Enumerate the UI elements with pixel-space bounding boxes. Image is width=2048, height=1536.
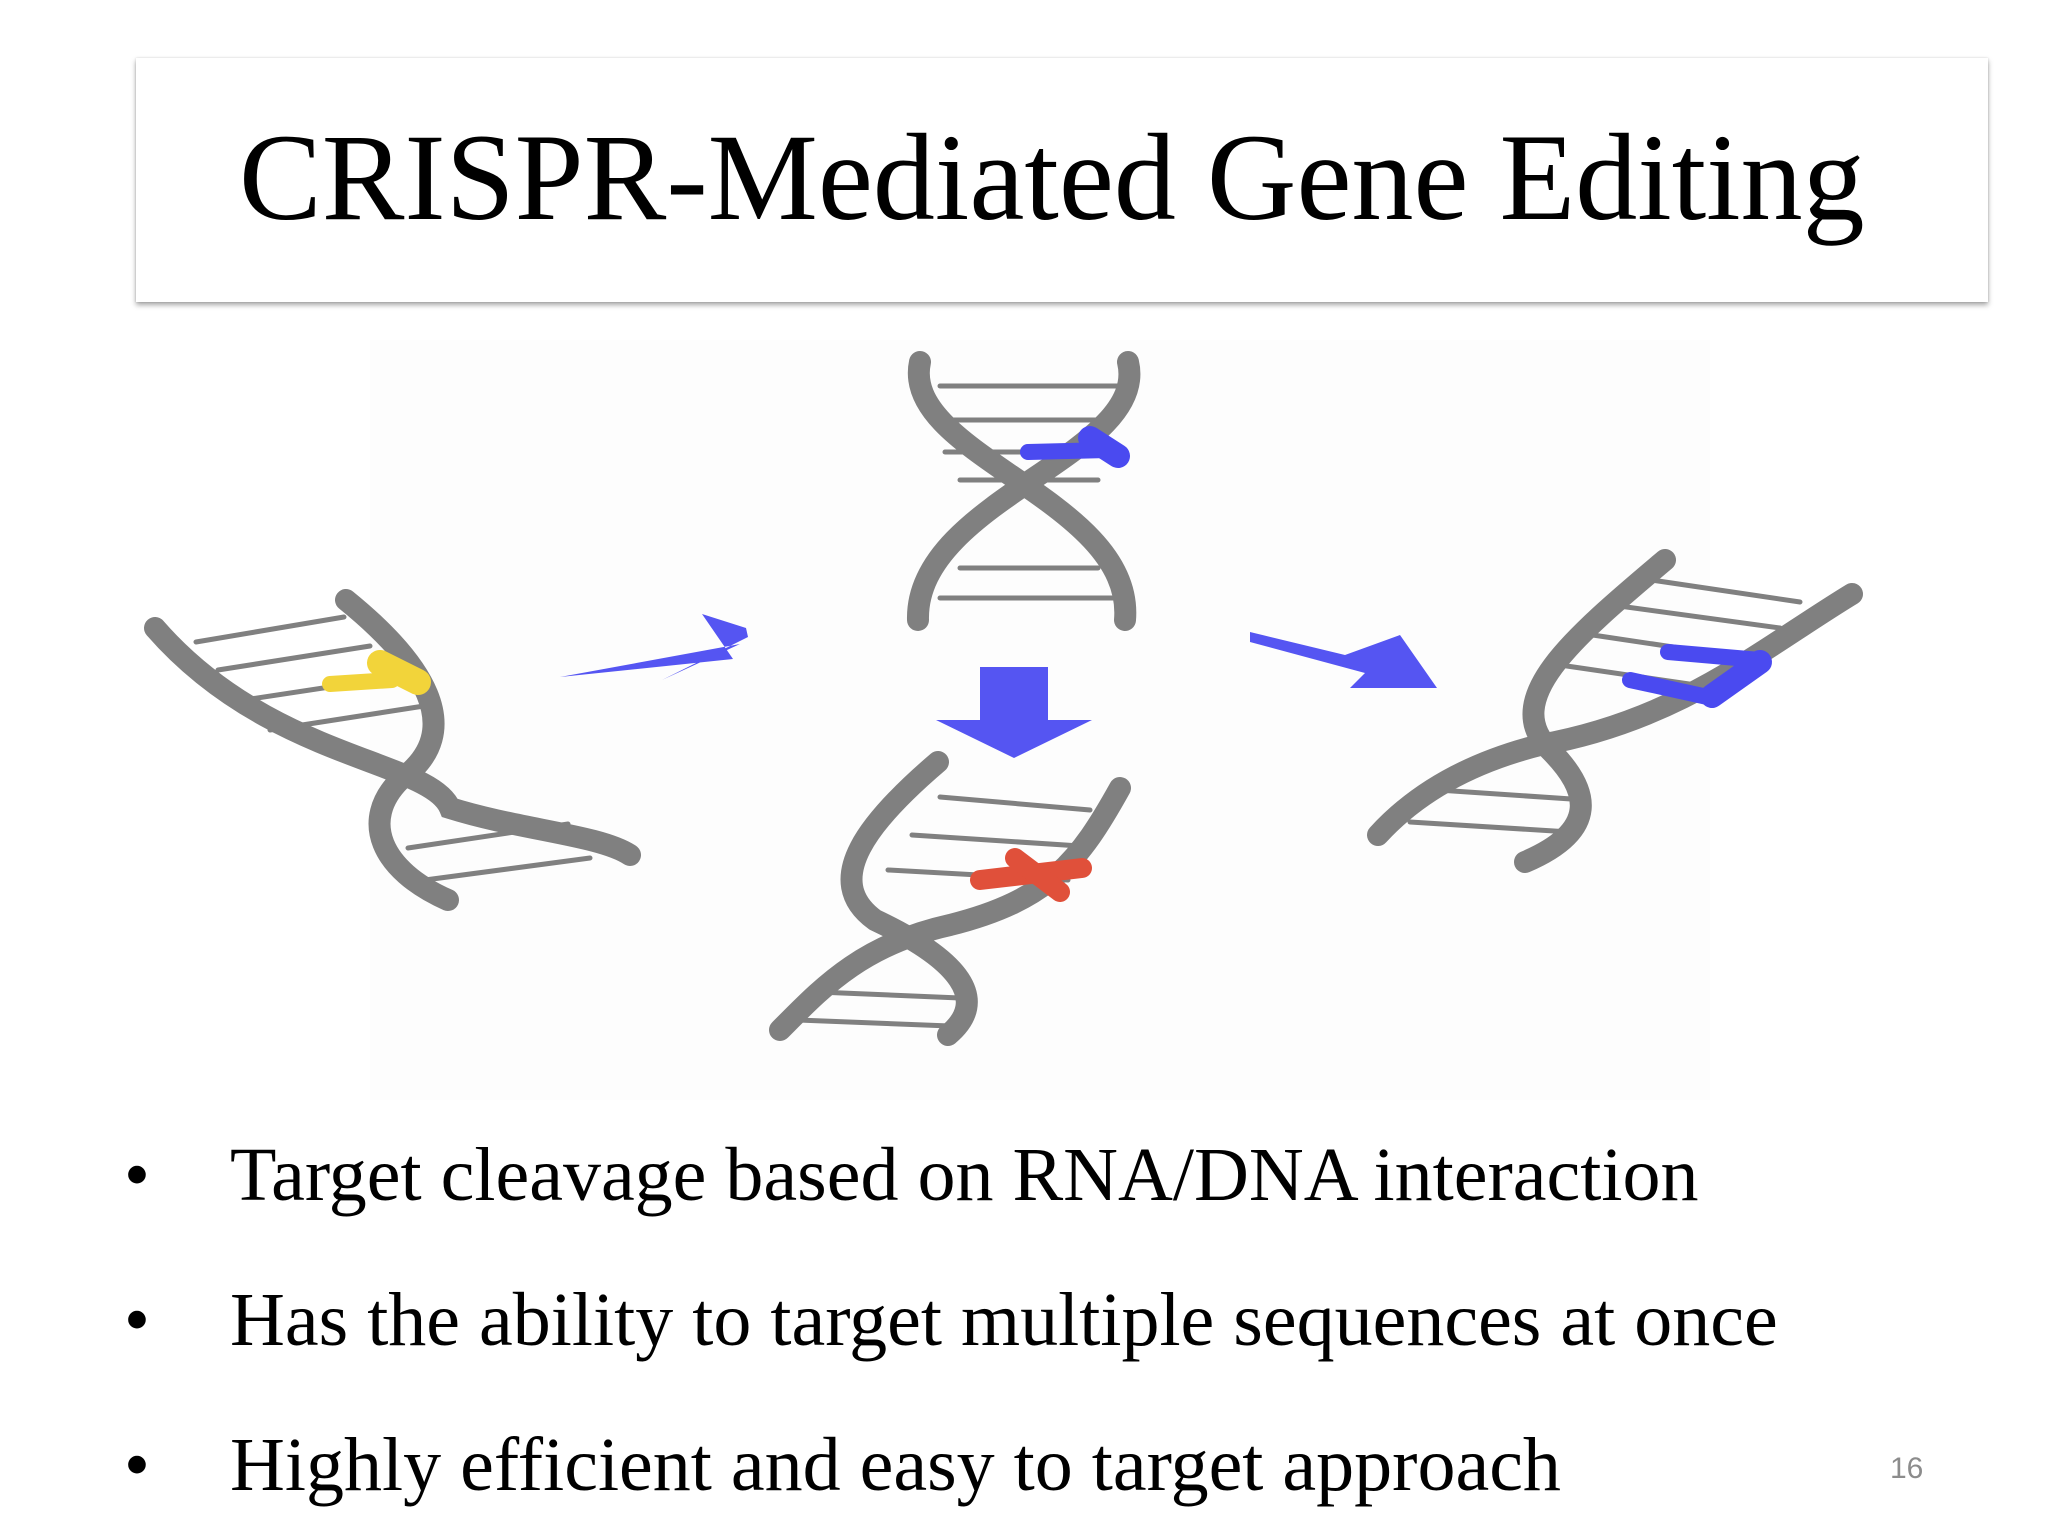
bullet-marker: • — [124, 1424, 150, 1506]
insertion-stem — [322, 672, 400, 692]
arrow-left — [560, 614, 748, 680]
bullet-item: • Target cleavage based on RNA/DNA inter… — [0, 1120, 2048, 1230]
arrow-down — [936, 667, 1092, 758]
guide-rna-right-lower — [1622, 672, 1720, 706]
bullet-text: Target cleavage based on RNA/DNA interac… — [230, 1133, 1699, 1217]
arrow-right — [1250, 632, 1437, 688]
slide-title: CRISPR-Mediated Gene Editing — [239, 109, 1865, 246]
bullet-text: Highly efficient and easy to target appr… — [230, 1423, 1561, 1507]
dna-helix-bottom — [769, 751, 1131, 1046]
bullet-text: Has the ability to target multiple seque… — [230, 1278, 1778, 1362]
insertion-marker — [367, 650, 431, 695]
dna-helix-top — [906, 351, 1141, 631]
dna-helix-left — [144, 589, 641, 911]
guide-rna-top-cap — [1078, 426, 1130, 468]
title-box: CRISPR-Mediated Gene Editing — [136, 58, 1988, 302]
cut-marker-cross — [1005, 848, 1070, 902]
guide-rna-right-cap — [1700, 650, 1772, 708]
bullet-marker: • — [124, 1279, 150, 1361]
bullet-item: • Highly efficient and easy to target ap… — [0, 1410, 2048, 1520]
dna-helix-right — [1367, 549, 1863, 873]
bullet-item: • Has the ability to target multiple seq… — [0, 1265, 2048, 1375]
bullet-marker: • — [124, 1134, 150, 1216]
page-number: 16 — [1890, 1452, 1924, 1485]
